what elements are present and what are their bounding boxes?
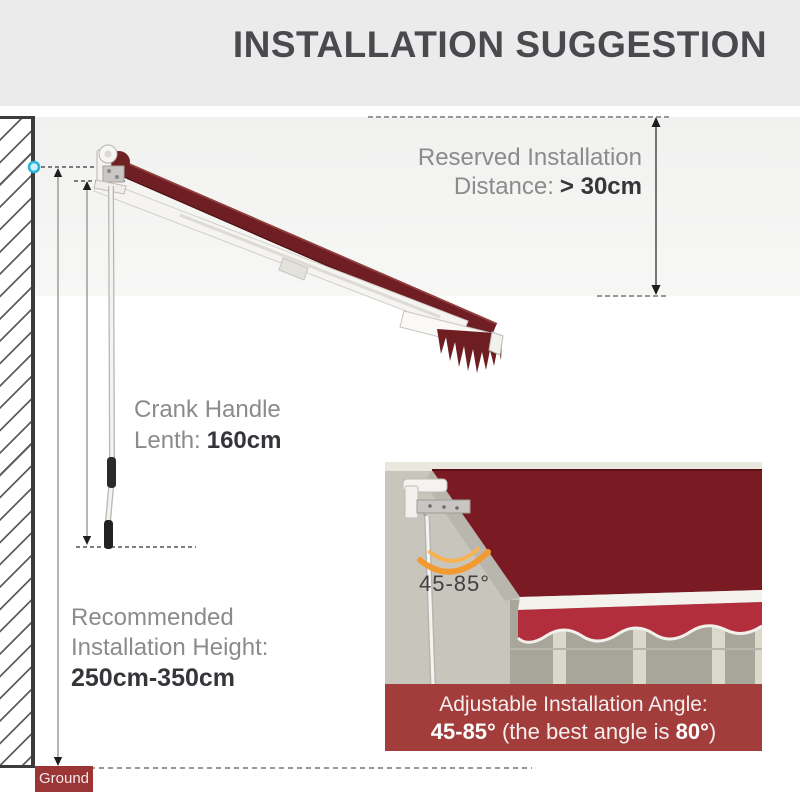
main-awning — [93, 144, 504, 549]
wall-anchor-dot — [27, 160, 41, 174]
reserved-line1: Reserved Installation — [417, 144, 642, 171]
caption-best-angle: 80° — [675, 719, 709, 744]
crank-line2: Lenth:160cm — [134, 427, 282, 454]
height-value: 250cm-350cm — [71, 664, 236, 692]
inset-caption-bar: Adjustable Installation Angle: 45-85° (t… — [385, 684, 762, 751]
reserved-distance-annotation: Reserved Installation Distance:> 30cm — [418, 143, 642, 201]
reserved-line2: Distance:> 30cm — [453, 173, 642, 200]
crank-line1: Crank Handle — [134, 396, 281, 423]
crank-handle-rod — [104, 185, 116, 549]
inset-mount-bracket — [402, 478, 471, 528]
crank-handle-grip — [104, 520, 113, 549]
inset-valance-trim — [516, 624, 763, 644]
awning-fabric-roll — [107, 156, 497, 338]
reserved-value: > 30cm — [559, 173, 642, 200]
angle-arc-icon — [417, 547, 491, 575]
inset-fascia-strip — [385, 462, 762, 471]
front-bar-endcap — [488, 331, 504, 356]
inset-photo — [385, 462, 763, 685]
inset-crank-rod — [424, 515, 436, 685]
inset-front-strip — [518, 590, 762, 610]
caption-range: 45-85° — [430, 719, 496, 744]
arm-joint — [278, 257, 309, 281]
install-height-annotation: Recommended Installation Height: 250cm-3… — [71, 603, 268, 693]
wall-hatch — [0, 116, 35, 768]
crank-grip — [107, 457, 116, 488]
title-band — [0, 0, 800, 106]
caption-line1: Adjustable Installation Angle: — [439, 693, 708, 716]
crank-length-arrow — [82, 181, 92, 545]
crank-value: 160cm — [206, 427, 282, 454]
crank-handle-annotation: Crank Handle Lenth:160cm — [134, 394, 281, 456]
reserved-distance-arrow — [651, 117, 661, 295]
awning-valance — [437, 329, 502, 373]
ground-label: Ground — [35, 766, 93, 792]
inset-canopy — [432, 470, 762, 597]
height-line2: Installation Height: — [71, 634, 269, 661]
inset-valance — [518, 602, 762, 643]
install-height-arrow — [53, 168, 63, 766]
inset-angle-label: 45-85° — [419, 571, 491, 596]
page-title: INSTALLATION SUGGESTION — [232, 24, 768, 65]
height-line1: Recommended — [71, 604, 234, 631]
caption-line2: 45-85° (the best angle is 80°) — [430, 719, 717, 744]
